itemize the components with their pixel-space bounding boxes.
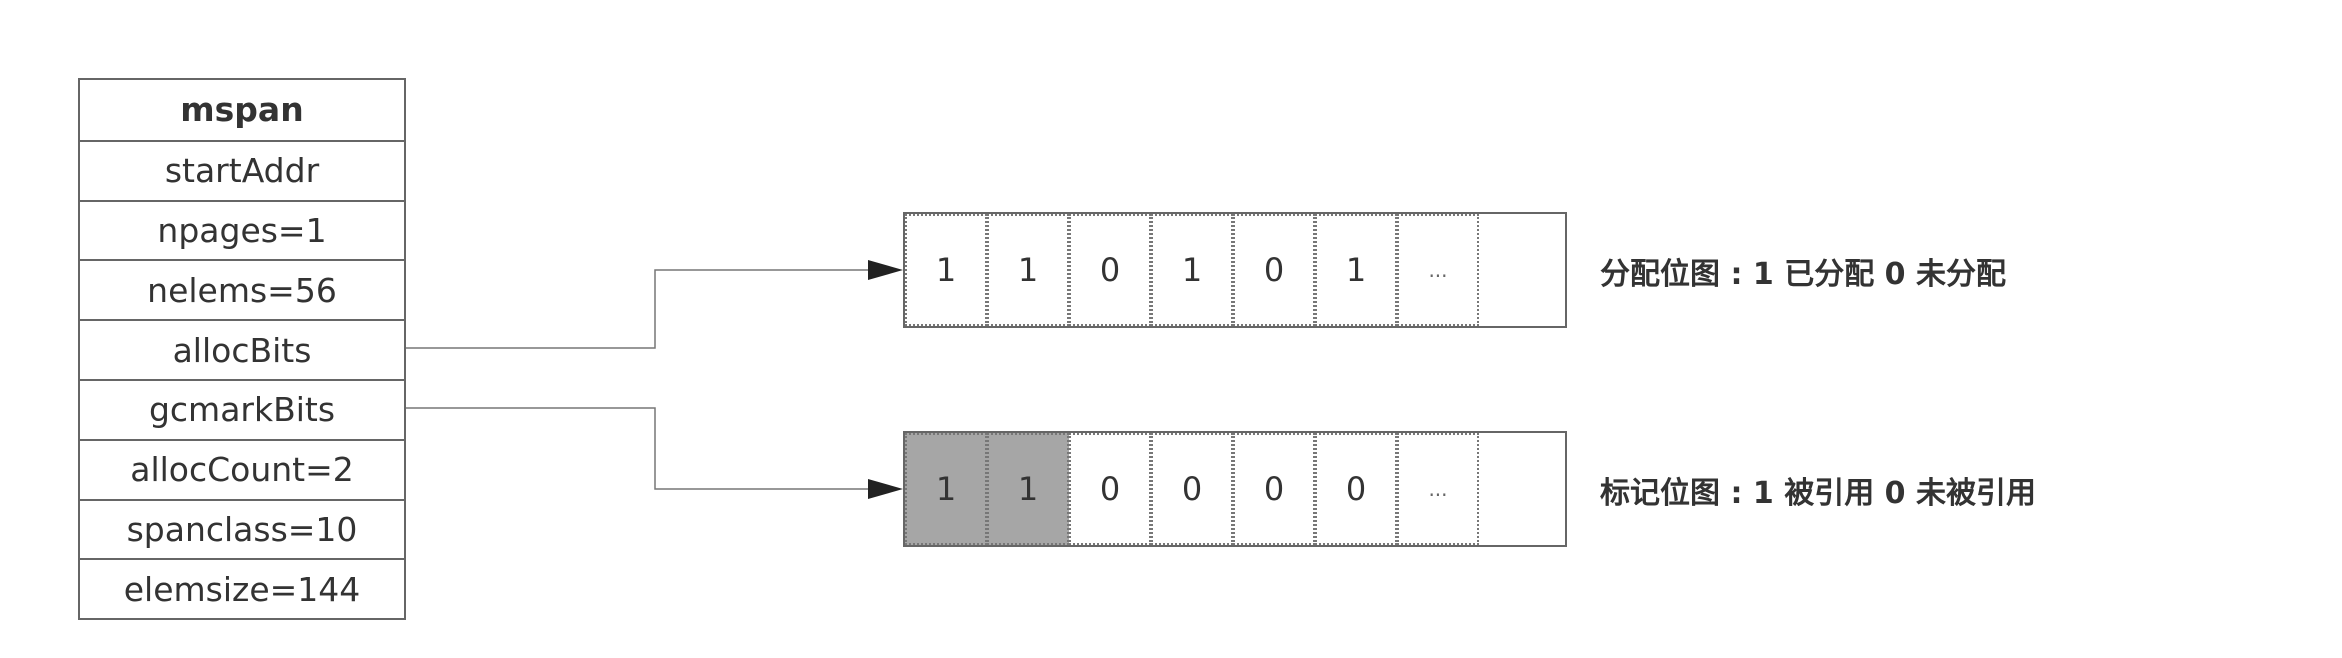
field-alloccount: allocCount=2 [80,438,404,499]
field-elemsize: elemsize=144 [80,558,404,618]
alloc-bitmap-caption: 分配位图 : 1 已分配 0 未分配 [1600,257,2006,292]
gcmarkbits-arrowhead [868,479,903,499]
gcmark-bitmap: 1 1 0 0 0 0 ... [903,431,1567,547]
alloc-bit: 1 [987,214,1069,326]
field-gcmarkbits: gcmarkBits [80,378,404,439]
alloc-bit: 0 [1069,214,1151,326]
field-nelems: nelems=56 [80,259,404,319]
alloc-bit: 0 [1233,214,1315,326]
field-npages: npages=1 [80,199,404,260]
field-spanclass: spanclass=10 [80,498,404,559]
alloc-bitmap: 1 1 0 1 0 1 ... [903,212,1567,328]
gcmark-bit: 1 [987,433,1069,545]
gcmark-bit-ellipsis: ... [1397,433,1479,545]
gcmark-bit: 0 [1151,433,1233,545]
alloc-bit: 1 [905,214,987,326]
mspan-struct-table: mspan startAddr npages=1 nelems=56 alloc… [78,78,406,621]
gcmark-bit: 0 [1069,433,1151,545]
field-allocbits: allocBits [80,319,404,379]
alloc-bit-ellipsis: ... [1397,214,1479,326]
gcmark-bit: 0 [1233,433,1315,545]
gcmark-bit: 1 [905,433,987,545]
alloc-bit: 1 [1151,214,1233,326]
field-startaddr: startAddr [80,139,404,200]
gcmark-bitmap-caption: 标记位图 : 1 被引用 0 未被引用 [1600,476,2036,511]
allocbits-arrowhead [868,260,903,280]
gcmark-bit: 0 [1315,433,1397,545]
alloc-bit: 1 [1315,214,1397,326]
allocbits-arrow [406,269,870,349]
gcmarkbits-arrow [406,407,870,490]
mspan-header: mspan [180,90,304,130]
